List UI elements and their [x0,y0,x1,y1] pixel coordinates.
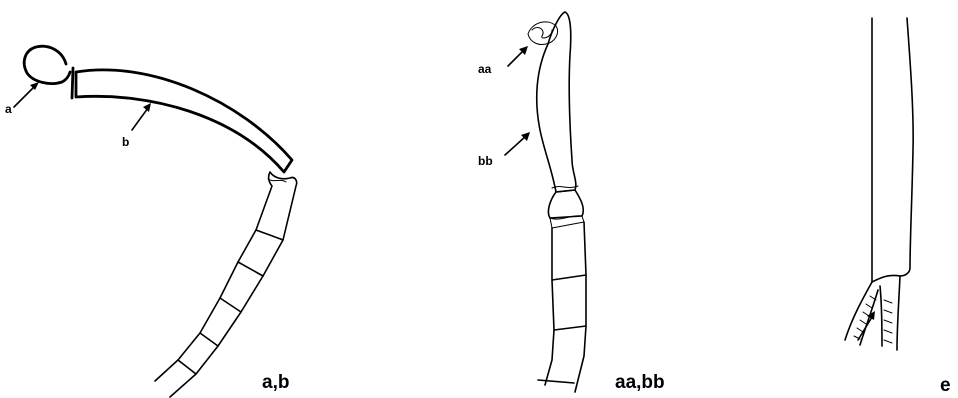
panel-aabb: aa bb aa,bb [478,12,665,393]
segment-bb-drawing [537,12,576,192]
flagellum-aabb-right [575,222,586,392]
flagellum-aabb-divider-2 [554,326,586,330]
flagellum-divider-3 [200,333,218,346]
caption-ab: a,b [262,372,289,393]
arrow-a [14,85,36,107]
spur-outer [845,282,872,340]
flagellum-divider-2 [220,298,241,312]
pedicel-drawing [256,172,297,240]
segment-aa-curl [532,28,552,38]
shaft-hatching [884,300,892,343]
shaft-lower-right [897,276,900,350]
label-bb: bb [478,154,493,168]
flagellum-aabb-divider-1 [552,275,586,280]
pedicel-aabb [548,190,583,218]
segment-b-drawing [76,70,292,172]
arrow-b [132,108,148,130]
joint-ab [72,68,73,98]
flagellum-left-edge [155,230,256,381]
label-b: b [122,135,129,149]
segment-a-drawing [24,46,70,83]
arrow-bb [505,136,526,155]
label-a: a [5,102,12,116]
arrow-aa [508,50,524,66]
label-aa: aa [478,62,492,76]
caption-aabb: aa,bb [615,372,665,393]
shaft-right-edge [900,18,913,276]
flagellum-divider-4 [178,360,196,374]
caption-e: e [940,375,951,396]
shaft-base [872,275,900,282]
shaft-lower-left [880,286,882,346]
flagellum-aabb-left [545,228,554,385]
panel-ab: a b a,b [5,46,297,397]
flagellum-aabb-divider-3 [538,380,574,383]
flagellum-divider-1 [238,262,263,276]
panel-e: e [845,18,951,396]
